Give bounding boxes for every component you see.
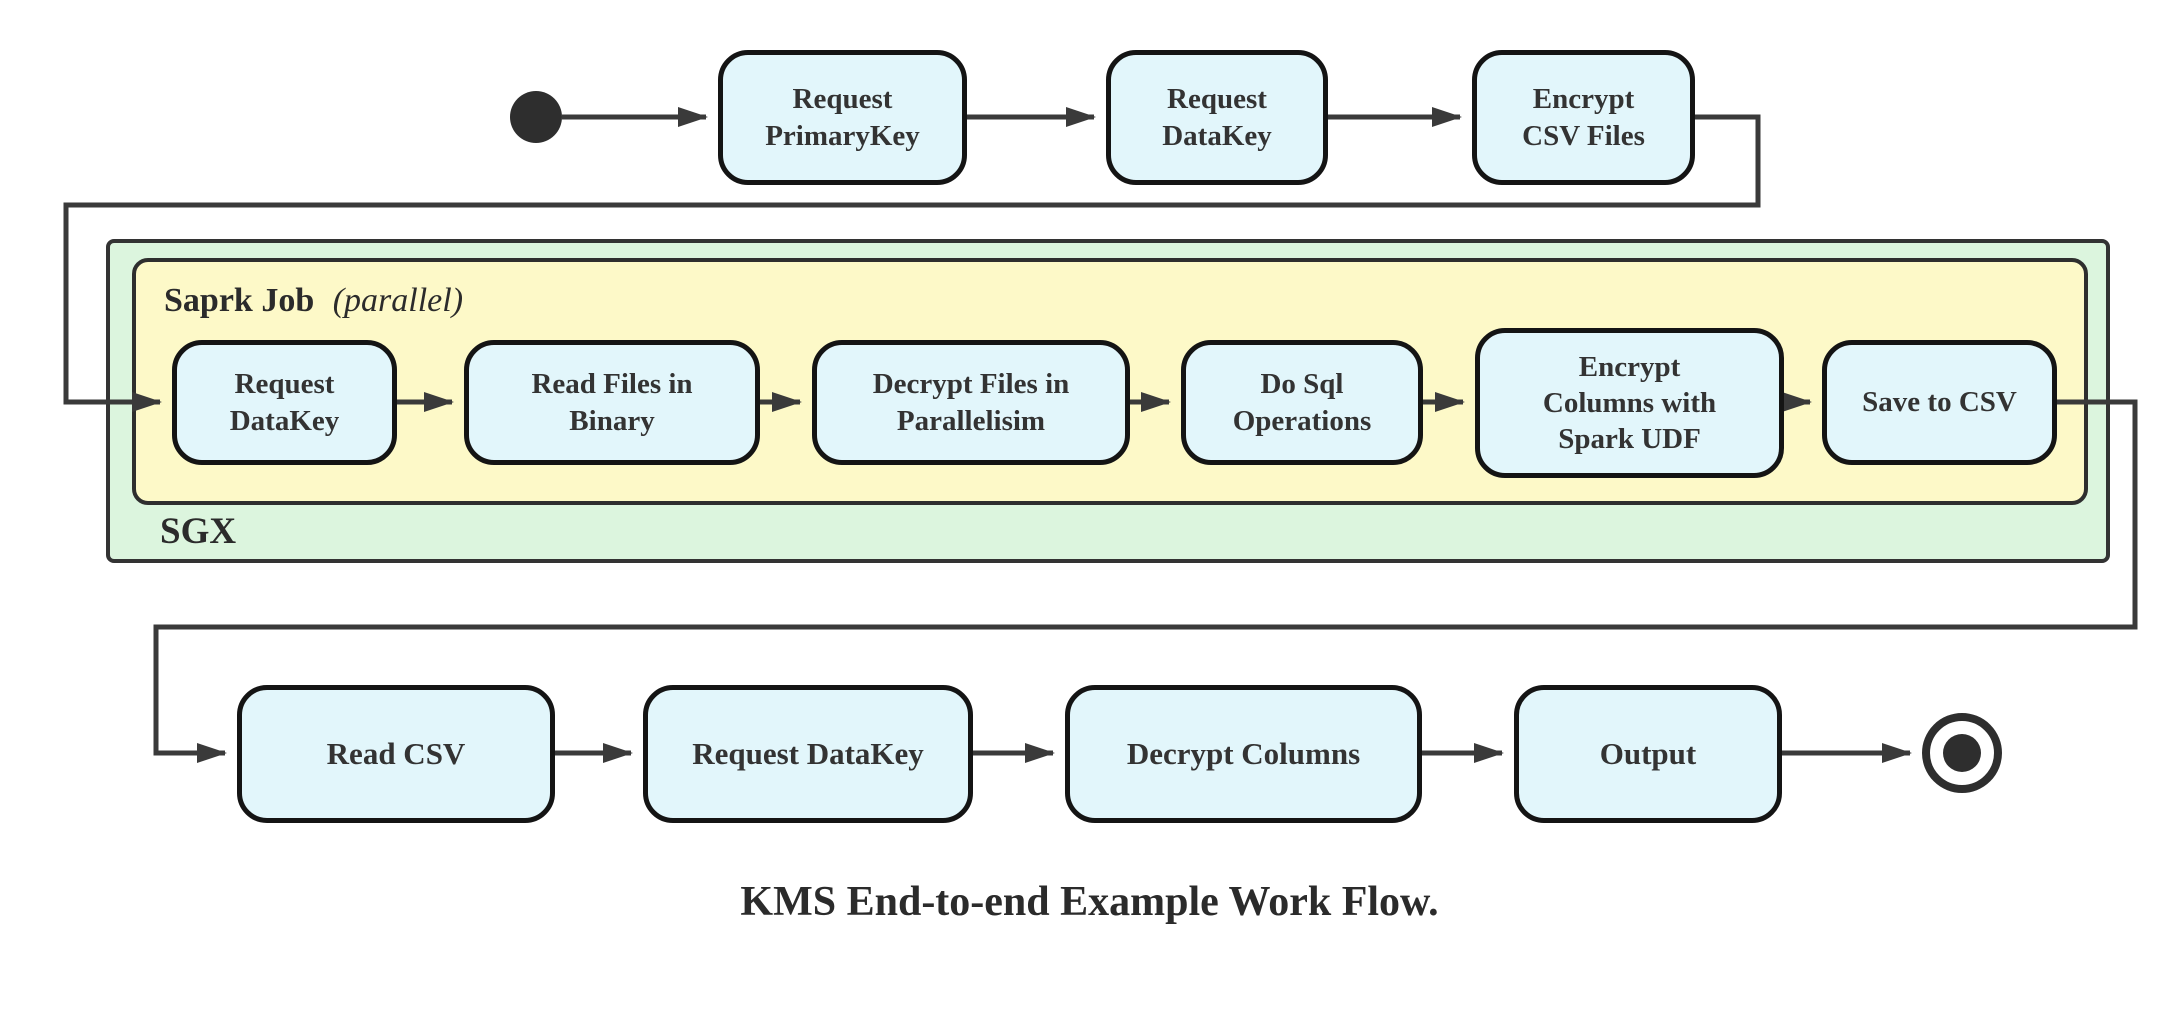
node-label: Decrypt Columns	[1126, 735, 1361, 771]
node-label: Request PrimaryKey	[765, 83, 920, 152]
node-do-sql-operations: Do Sql Operations	[1181, 340, 1423, 465]
spark-job-label: Saprk Job (parallel)	[164, 282, 463, 320]
end-state-node	[1922, 713, 2002, 793]
node-label: Do Sql Operations	[1232, 368, 1372, 437]
node-label: Encrypt CSV Files	[1522, 83, 1645, 152]
node-label: Encrypt Columns with Spark UDF	[1542, 350, 1717, 456]
node-request-datakey-bottom: Request DataKey	[643, 685, 973, 823]
node-save-to-csv: Save to CSV	[1822, 340, 2057, 465]
spark-job-label-parallel: (parallel)	[332, 282, 464, 319]
end-state-inner-dot	[1943, 734, 1981, 772]
node-label: Request DataKey	[229, 368, 340, 437]
node-read-csv: Read CSV	[237, 685, 555, 823]
node-sgx-request-datakey: Request DataKey	[172, 340, 397, 465]
node-label: Read CSV	[326, 735, 466, 771]
node-output: Output	[1514, 685, 1782, 823]
node-label: Request DataKey	[1162, 83, 1272, 152]
node-decrypt-columns: Decrypt Columns	[1065, 685, 1422, 823]
node-encrypt-csv-files: Encrypt CSV Files	[1472, 50, 1695, 185]
sgx-label: SGX	[160, 511, 237, 552]
edge-save-csv-to-read-csv	[153, 399, 2138, 763]
node-decrypt-files-in-parallelisim: Decrypt Files in Parallelisim	[812, 340, 1130, 465]
node-request-datakey-top: Request DataKey	[1106, 50, 1328, 185]
spark-job-label-name: Saprk Job	[164, 282, 315, 319]
node-read-files-in-binary: Read Files in Binary	[464, 340, 760, 465]
node-encrypt-columns-with-spark-udf: Encrypt Columns with Spark UDF	[1475, 328, 1784, 478]
diagram-caption: KMS End-to-end Example Work Flow.	[740, 879, 1439, 925]
node-label: Output	[1599, 735, 1697, 771]
node-label: Request DataKey	[692, 735, 924, 771]
node-label: Read Files in Binary	[531, 368, 693, 437]
node-request-primarykey: Request PrimaryKey	[718, 50, 967, 185]
node-label: Decrypt Files in Parallelisim	[872, 368, 1070, 437]
edge-encrypt-csv-to-sgx-request-datakey	[63, 114, 1761, 412]
node-label: Save to CSV	[1862, 386, 2017, 419]
start-state-node	[510, 91, 562, 143]
